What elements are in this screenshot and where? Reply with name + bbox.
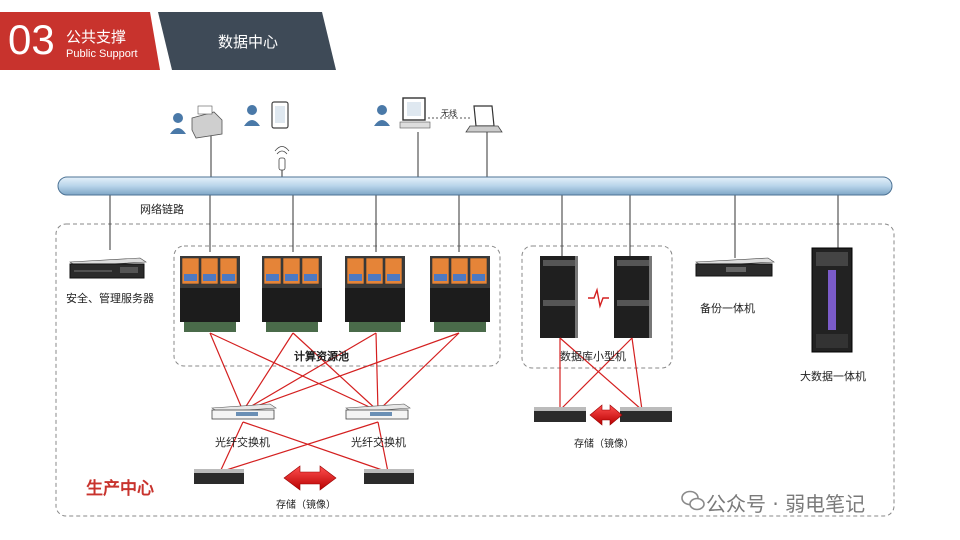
storage-array-4 [620, 407, 672, 422]
storage-mirror-label-1: 存储（镜像） [276, 500, 336, 511]
watermark: 公众号 · 弱电笔记 [676, 488, 865, 517]
db-minicomputer-2 [614, 256, 652, 338]
security-server-label: 安全、管理服务器 [66, 292, 154, 305]
storage-array-1 [194, 469, 244, 484]
fc-switch-2 [345, 403, 411, 420]
bigdata-appliance-icon [811, 247, 853, 353]
db-minicomputer-boundary [521, 245, 673, 369]
tab-label: 数据中心 [218, 33, 279, 51]
blade-server-4 [430, 256, 490, 332]
watermark-text: 公众号 · 弱电笔记 [706, 492, 866, 516]
compute-pool-boundary [173, 245, 501, 367]
blade-server-2 [262, 256, 322, 332]
bigdata-label: 大数据一体机 [800, 370, 866, 383]
compute-pool-label: 计算资源池 [294, 350, 349, 363]
fc-switch-1 [211, 403, 277, 420]
blade-server-3 [345, 256, 405, 332]
production-center-label: 生产中心 [86, 479, 154, 499]
section-number: 03 [8, 16, 55, 63]
storage-mirror-label-2: 存储（镜像） [574, 439, 634, 450]
user-tablet-icon [244, 101, 289, 129]
backup-label: 备份一体机 [700, 302, 755, 315]
network-bus [57, 176, 893, 196]
security-server-icon [69, 257, 147, 279]
backup-appliance-icon [695, 257, 775, 277]
user-desktop-icon [374, 97, 431, 129]
laptop-icon [465, 105, 503, 133]
db-minicomputer-label: 数据库小型机 [560, 350, 626, 363]
tab-data-center[interactable]: 数据中心 [158, 12, 336, 70]
fc-switch-label-2: 光纤交换机 [351, 436, 406, 449]
user-printer-icon [170, 105, 223, 139]
section-title-cn: 公共支撑 [66, 28, 127, 46]
heartbeat-icon [588, 287, 609, 309]
storage-array-3 [534, 407, 586, 422]
fc-switch-label-1: 光纤交换机 [215, 436, 270, 449]
mirror-arrow-1 [283, 465, 337, 491]
wifi-access-point-icon [274, 146, 290, 171]
san-links-db [559, 337, 643, 411]
production-center-boundary [55, 223, 895, 517]
san-links-compute [209, 332, 460, 473]
wechat-icon [681, 490, 705, 511]
section-title-en: Public Support [66, 48, 138, 60]
section-number-badge: 03 公共支撑 Public Support [0, 12, 160, 70]
blade-server-1 [180, 256, 240, 332]
wireless-link-label: 无线 [441, 109, 457, 118]
db-minicomputer-1 [540, 256, 578, 338]
mirror-arrow-2 [589, 404, 623, 426]
network-label: 网络链路 [140, 203, 184, 216]
storage-array-2 [364, 469, 414, 484]
